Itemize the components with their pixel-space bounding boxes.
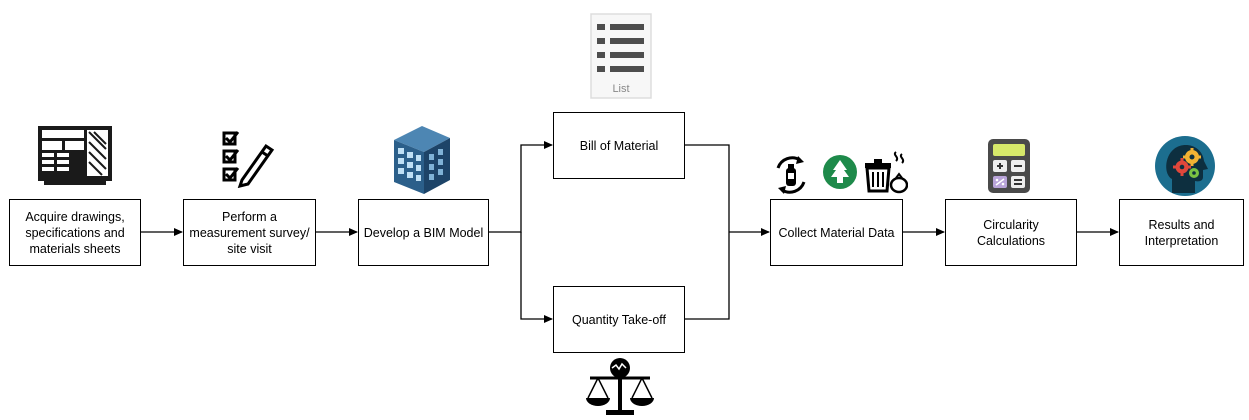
step-collect-label: Collect Material Data — [778, 225, 895, 240]
list-label: List — [612, 83, 629, 95]
arrow-bim-qto — [520, 232, 553, 323]
recycle-bottle-icon — [776, 156, 806, 194]
checklist-pencil-icon — [222, 131, 275, 188]
step-results-label: Results and Interpretation — [1144, 217, 1219, 248]
head-gears-icon — [1155, 136, 1215, 196]
step-bill-label: Bill of Material — [579, 138, 659, 153]
step-acquire-label: Acquire drawings, specifications and mat… — [25, 209, 125, 256]
step-survey: Perform a measurement survey/ site visit — [183, 199, 316, 266]
step-results: Results and Interpretation — [1119, 199, 1244, 266]
step-qto-label: Quantity Take-off — [571, 312, 667, 327]
balance-scale-icon — [586, 358, 654, 415]
step-collect: Collect Material Data — [770, 199, 903, 266]
merge-line — [685, 144, 730, 320]
building-3d-icon — [394, 126, 450, 194]
step-bill: Bill of Material — [553, 112, 685, 179]
step-survey-label: Perform a measurement survey/ site visit — [189, 209, 310, 256]
step-circularity-label: Circularity Calculations — [976, 217, 1046, 248]
blueprint-drawing-icon — [38, 126, 112, 185]
step-qto: Quantity Take-off — [553, 286, 685, 353]
tree-icon — [823, 155, 857, 189]
step-acquire: Acquire drawings, specifications and mat… — [9, 199, 141, 266]
step-bim: Develop a BIM Model — [358, 199, 489, 266]
step-circularity: Circularity Calculations — [945, 199, 1077, 266]
waste-bin-icon — [865, 151, 908, 194]
list-document-icon: List — [590, 13, 652, 99]
step-bim-label: Develop a BIM Model — [363, 225, 484, 240]
calculator-icon — [988, 139, 1030, 193]
arrow-bim-bill — [489, 141, 553, 233]
